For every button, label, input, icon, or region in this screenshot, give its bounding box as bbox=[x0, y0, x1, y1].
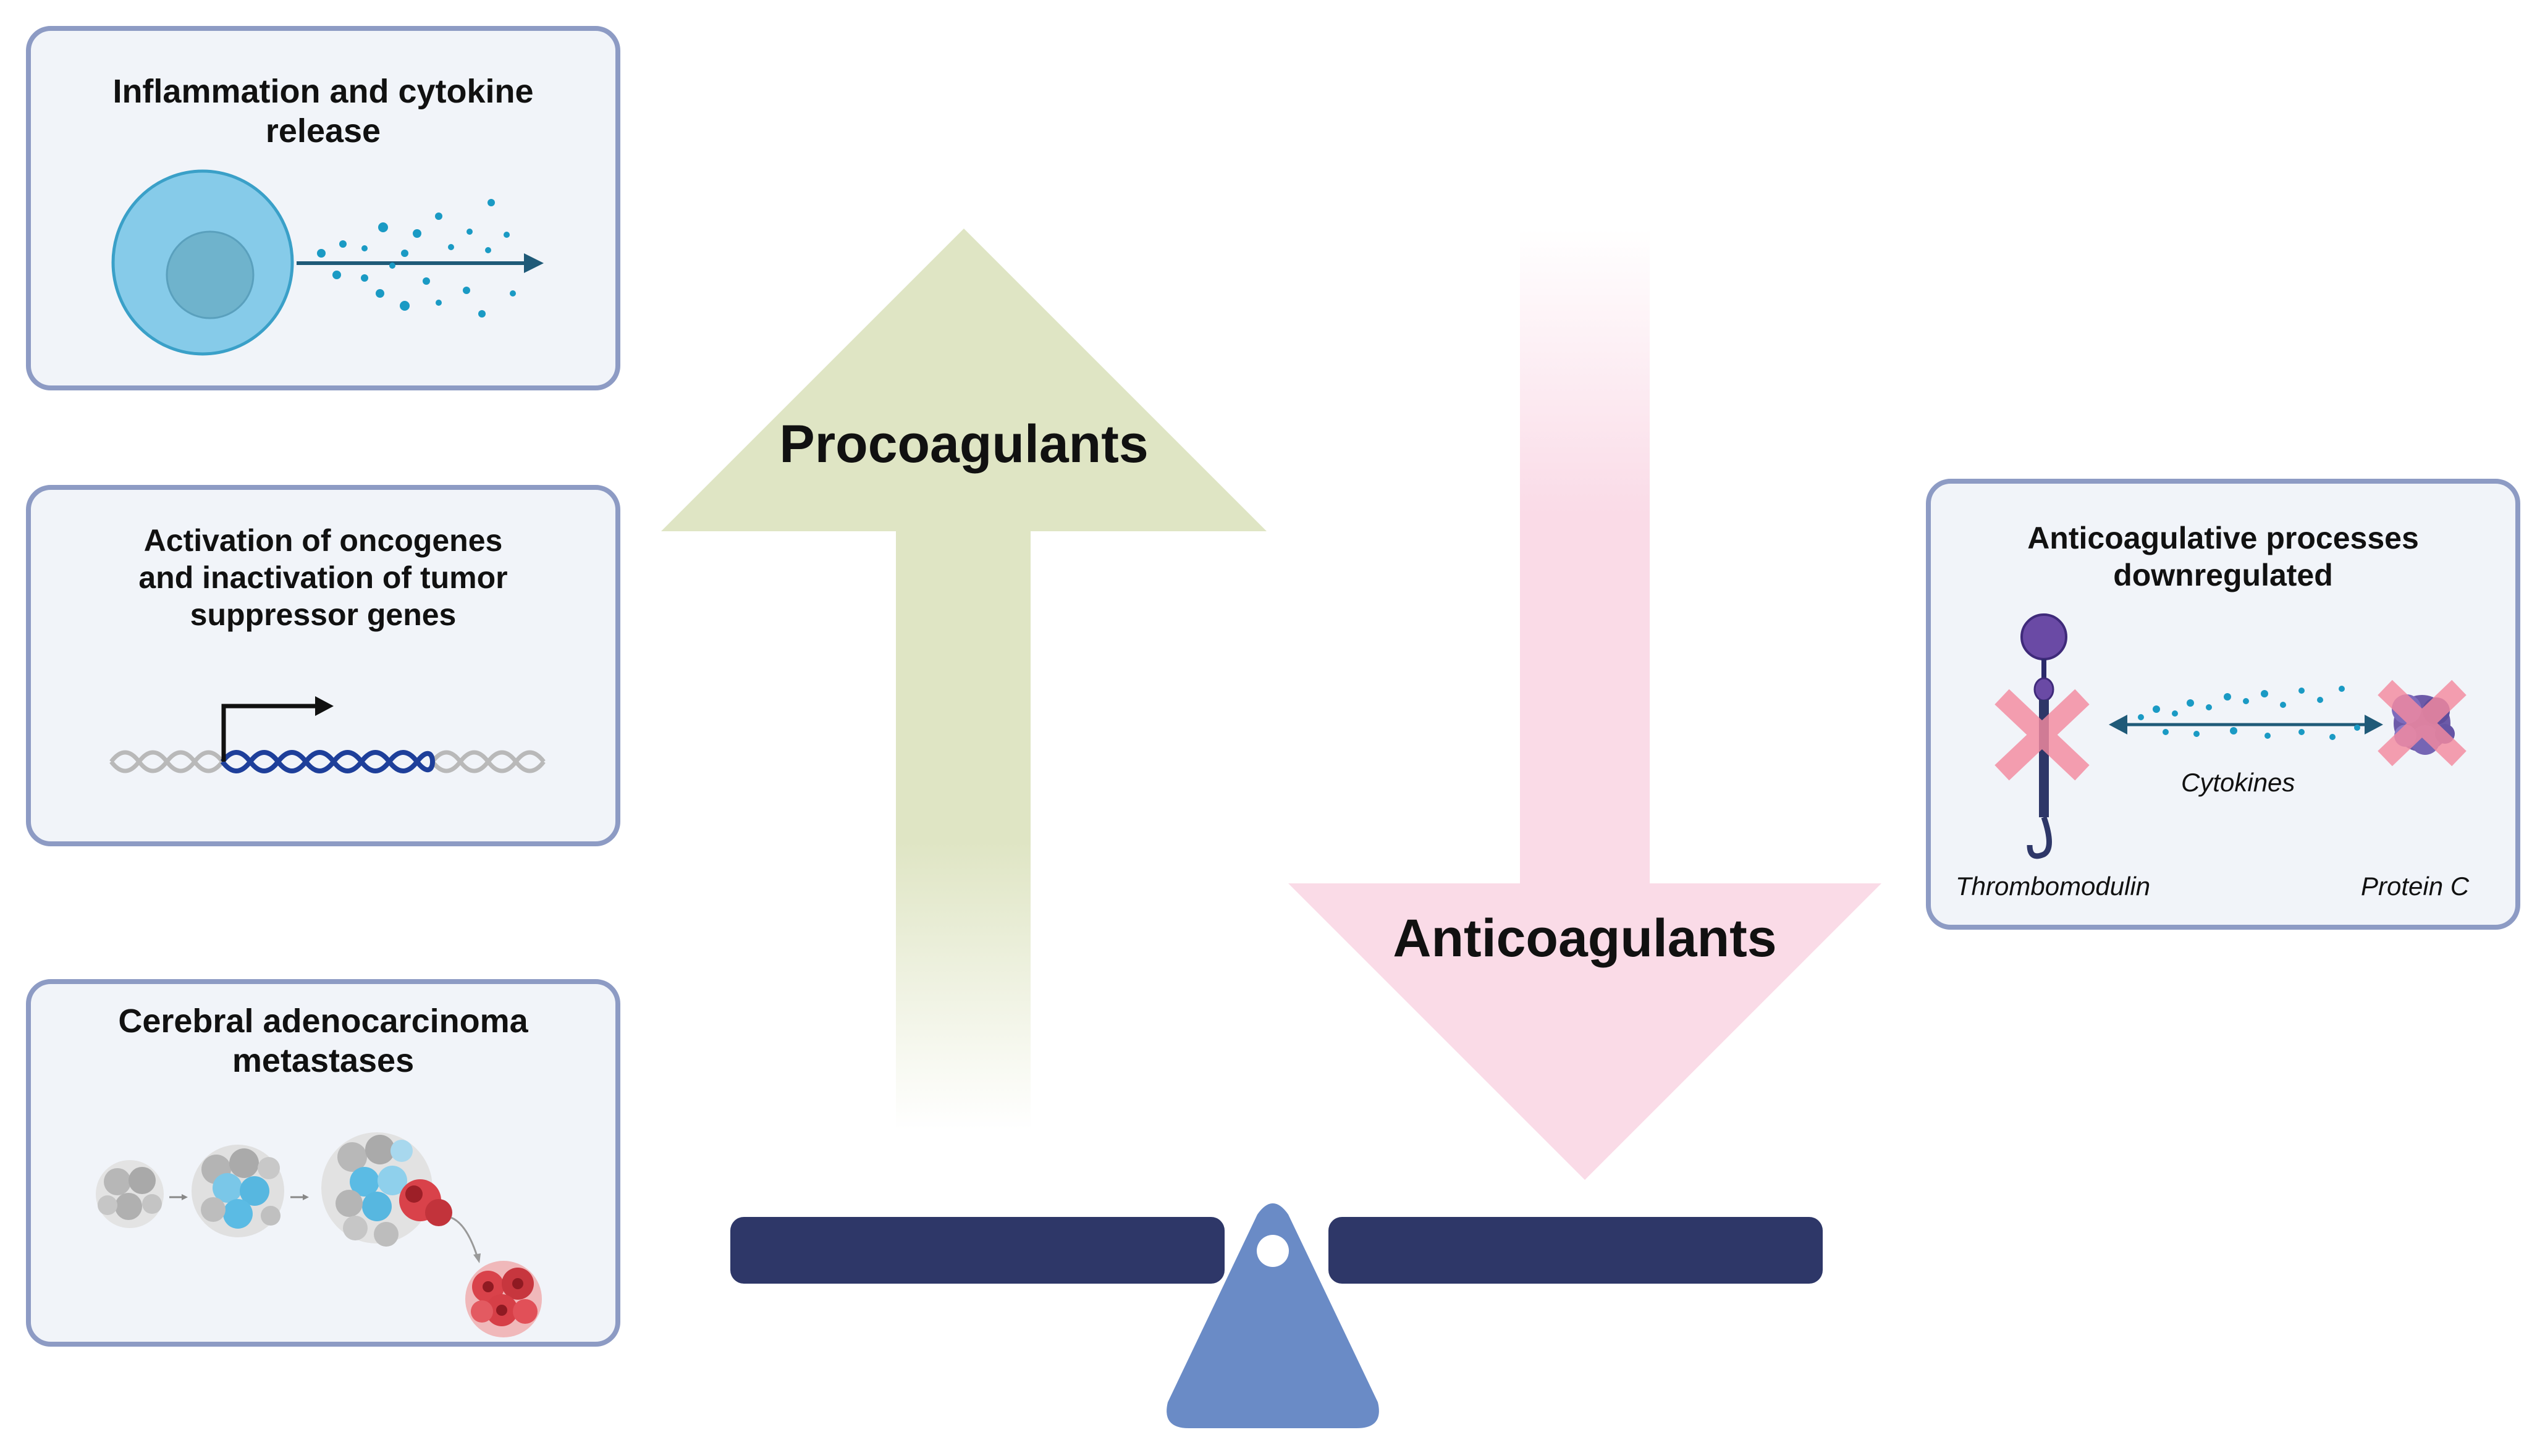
oncogenes-title: Activation of oncogenes and inactivation… bbox=[138, 523, 508, 632]
oncogenes-panel: Activation of oncogenes and inactivation… bbox=[26, 485, 620, 846]
protein-c-label: Protein C bbox=[2361, 872, 2470, 901]
tumor-cluster-medium bbox=[192, 1145, 284, 1237]
metastases-title: Cerebral adenocarcinoma metastases bbox=[118, 1003, 528, 1079]
cross-icon bbox=[2378, 680, 2467, 767]
cytokines-label: Cytokines bbox=[2181, 768, 2295, 797]
inflammation-title: Inflammation and cytokine release bbox=[112, 73, 534, 149]
cell-icon bbox=[111, 169, 544, 356]
anticoagulants-arrow: Anticoagulants bbox=[1288, 229, 1881, 1180]
anticoag-icons bbox=[1994, 613, 2467, 859]
tumor-cluster-icon bbox=[96, 1132, 542, 1337]
anticoagulants-label: Anticoagulants bbox=[1393, 909, 1776, 968]
inflammation-panel: Inflammation and cytokine release bbox=[26, 26, 620, 390]
tumor-cluster-large bbox=[321, 1132, 452, 1247]
balance-scale-icon bbox=[730, 1203, 1823, 1428]
thrombomodulin-label: Thrombomodulin bbox=[1956, 872, 2151, 901]
tumor-cluster-small bbox=[96, 1160, 164, 1228]
cross-icon bbox=[1994, 689, 2090, 781]
anticoagulative-title: Anticoagulative processes downregulated bbox=[2027, 521, 2419, 592]
metastases-panel: Cerebral adenocarcinoma metastases bbox=[26, 979, 620, 1347]
dna-promoter-icon bbox=[109, 696, 546, 773]
anticoagulative-panel: Anticoagulative processes downregulated bbox=[1926, 479, 2520, 930]
procoagulants-label: Procoagulants bbox=[779, 414, 1148, 474]
procoagulants-arrow: Procoagulants bbox=[661, 229, 1267, 1130]
tumor-cluster-metastasis bbox=[465, 1261, 542, 1337]
cytokine-double-arrow bbox=[2109, 686, 2383, 740]
